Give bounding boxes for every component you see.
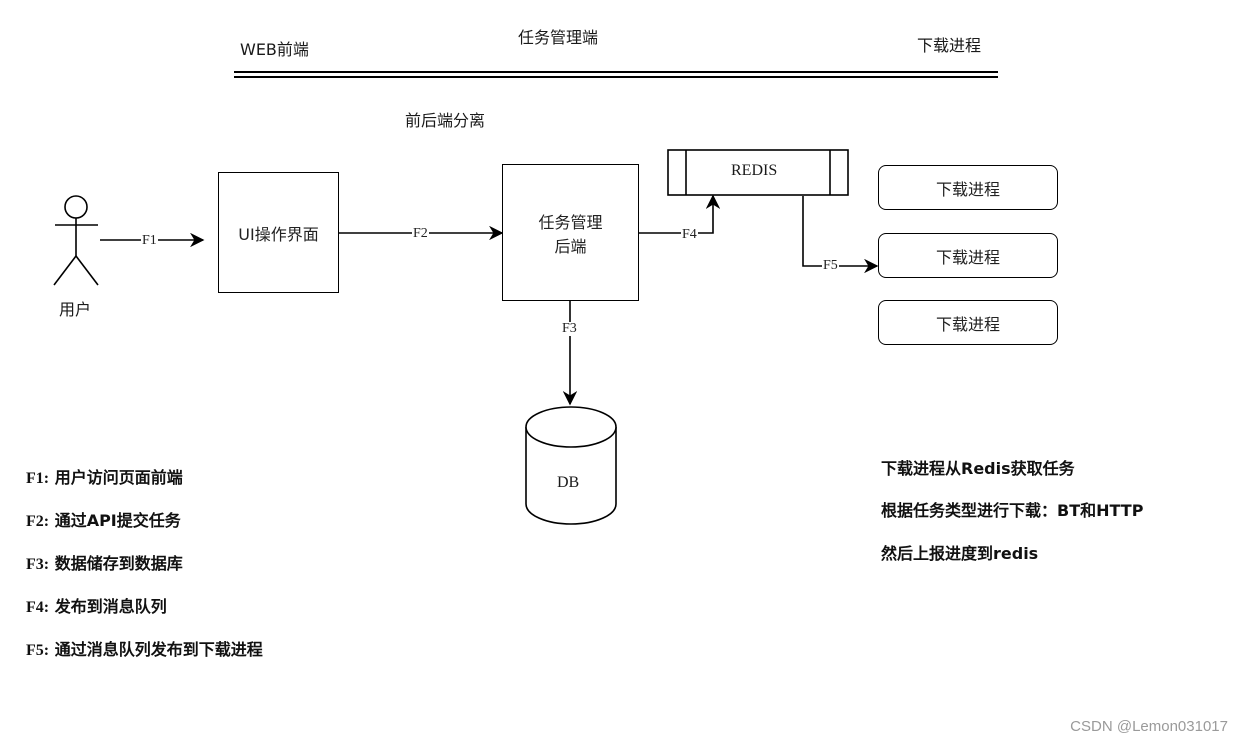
edge-f5 xyxy=(802,196,879,274)
legend-code: F4: xyxy=(26,599,50,616)
separation-label: 前后端分离 xyxy=(405,111,486,130)
legend-code: F5: xyxy=(26,642,50,659)
legend-text: 通过消息队列发布到下载进程 xyxy=(54,640,263,659)
legend-text: 通过API提交任务 xyxy=(54,511,181,530)
watermark: CSDN @Lemon031017 xyxy=(1070,718,1228,735)
legend-text: 用户访问页面前端 xyxy=(54,468,183,487)
edge-label-f2: F2 xyxy=(412,226,429,241)
download-process-box-3[interactable]: 下载进程 xyxy=(878,300,1058,345)
download-process-box-1[interactable]: 下载进程 xyxy=(878,165,1058,210)
download-process-label: 下载进程 xyxy=(935,247,1000,267)
ui-interface-label: UI操作界面 xyxy=(238,224,319,244)
legend-code: F2: xyxy=(26,513,50,530)
database-cylinder-icon xyxy=(525,406,617,525)
legend-text: 数据储存到数据库 xyxy=(54,554,183,573)
db-label: DB xyxy=(557,474,580,491)
task-backend-box[interactable]: 任务管理 后端 xyxy=(502,164,639,301)
user-label: 用户 xyxy=(59,300,92,319)
note-download-type: 根据任务类型进行下载：BT和HTTP xyxy=(881,501,1144,520)
download-process-box-2[interactable]: 下载进程 xyxy=(878,233,1058,278)
edge-label-f5: F5 xyxy=(822,258,839,273)
web-frontend-label: WEB前端 xyxy=(240,40,309,59)
download-process-label: 下载进程 xyxy=(935,179,1000,199)
ui-interface-box[interactable]: UI操作界面 xyxy=(218,172,339,293)
note-fetch-task: 下载进程从Redis获取任务 xyxy=(881,459,1075,478)
legend-code: F3: xyxy=(26,556,50,573)
downloader-header-label: 下载进程 xyxy=(917,36,982,55)
edge-label-f3: F3 xyxy=(561,321,578,336)
legend-item-f2: F2: 通过API提交任务 xyxy=(26,507,181,531)
user-actor-icon xyxy=(53,195,99,286)
edge-label-f4: F4 xyxy=(681,227,698,242)
legend-item-f4: F4: 发布到消息队列 xyxy=(26,593,167,617)
task-manager-label: 任务管理端 xyxy=(518,28,599,47)
legend-item-f1: F1: 用户访问页面前端 xyxy=(26,464,183,488)
task-backend-label-line2: 后端 xyxy=(554,236,587,256)
download-process-label: 下载进程 xyxy=(935,314,1000,334)
legend-code: F1: xyxy=(26,470,50,487)
note-report-progress: 然后上报进度到redis xyxy=(881,544,1039,563)
edge-f4 xyxy=(639,194,721,234)
redis-label: REDIS xyxy=(731,162,778,179)
legend-item-f3: F3: 数据储存到数据库 xyxy=(26,550,183,574)
task-backend-label-line1: 任务管理 xyxy=(538,212,603,232)
edge-label-f1: F1 xyxy=(141,233,158,248)
legend-item-f5: F5: 通过消息队列发布到下载进程 xyxy=(26,636,263,660)
legend-text: 发布到消息队列 xyxy=(54,597,167,616)
redis-queue-shape xyxy=(667,149,849,196)
